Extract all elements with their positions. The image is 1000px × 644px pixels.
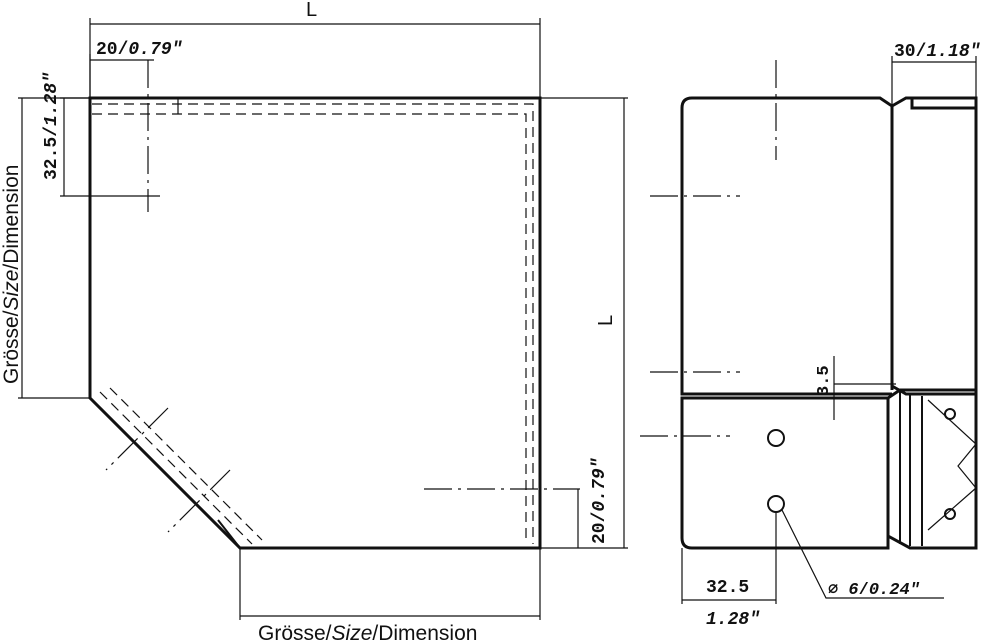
bevel-centerline-2 [167,469,231,533]
dim-width-30-text: 30/1.18" [894,42,981,62]
dim-side-32-text: 32.5 [706,578,749,598]
hidden-edge-outer [92,103,534,544]
hole-callout-text: ⌀ 6/0.24" [828,581,920,600]
bevel-hidden-2 [109,387,263,541]
bevel-hidden-1 [99,391,253,545]
dim-size-vertical-line [18,97,90,399]
dim-side-32-line [681,512,777,604]
side-upper-body [680,96,894,396]
dim-right-l-line [540,97,628,549]
hole-lower [767,495,785,513]
dim-depth-text: 32.5/1.28" [42,72,62,180]
hidden-edge-inner [92,113,527,544]
side-lower-collar [887,388,978,550]
corner-outline [88,96,542,550]
dim-flange-text: 20/0.79" [96,40,183,60]
dim-size-horizontal-line [239,548,541,620]
dim-bottom-20-text: 20/0.79" [590,457,610,544]
break-line [927,399,977,531]
bevel-centerline-1 [105,407,169,471]
side-view: 30/1.18" 3.5 32.5 1.28" ⌀ 6/0.24" [640,42,981,630]
dim-side-32-in-text: 1.28" [706,610,760,630]
side-lower-body [680,396,890,550]
hole-upper [767,429,785,447]
size-label-horizontal: Grösse/Size/Dimension [258,622,477,644]
side-upper-collar-band [910,98,976,110]
dim-flange-line [89,54,154,98]
hole-leader [781,509,944,599]
collar-hole-bottom [944,508,956,520]
corner-view: L 20/0.79" 32.5/1.28" Grösse/Size/Dimens… [0,0,628,644]
dim-gap-line [833,356,896,420]
dim-gap-text: 3.5 [815,365,834,396]
dim-top-l-text: L [306,0,317,21]
dim-width-30-line [891,56,977,106]
size-label-vertical: Grösse/Size/Dimension [0,165,23,384]
dim-right-l-text: L [595,315,617,326]
collar-hole-top [944,408,956,420]
bevel-end [217,519,241,549]
side-upper-collar [891,96,978,396]
dim-depth-line [60,97,160,197]
